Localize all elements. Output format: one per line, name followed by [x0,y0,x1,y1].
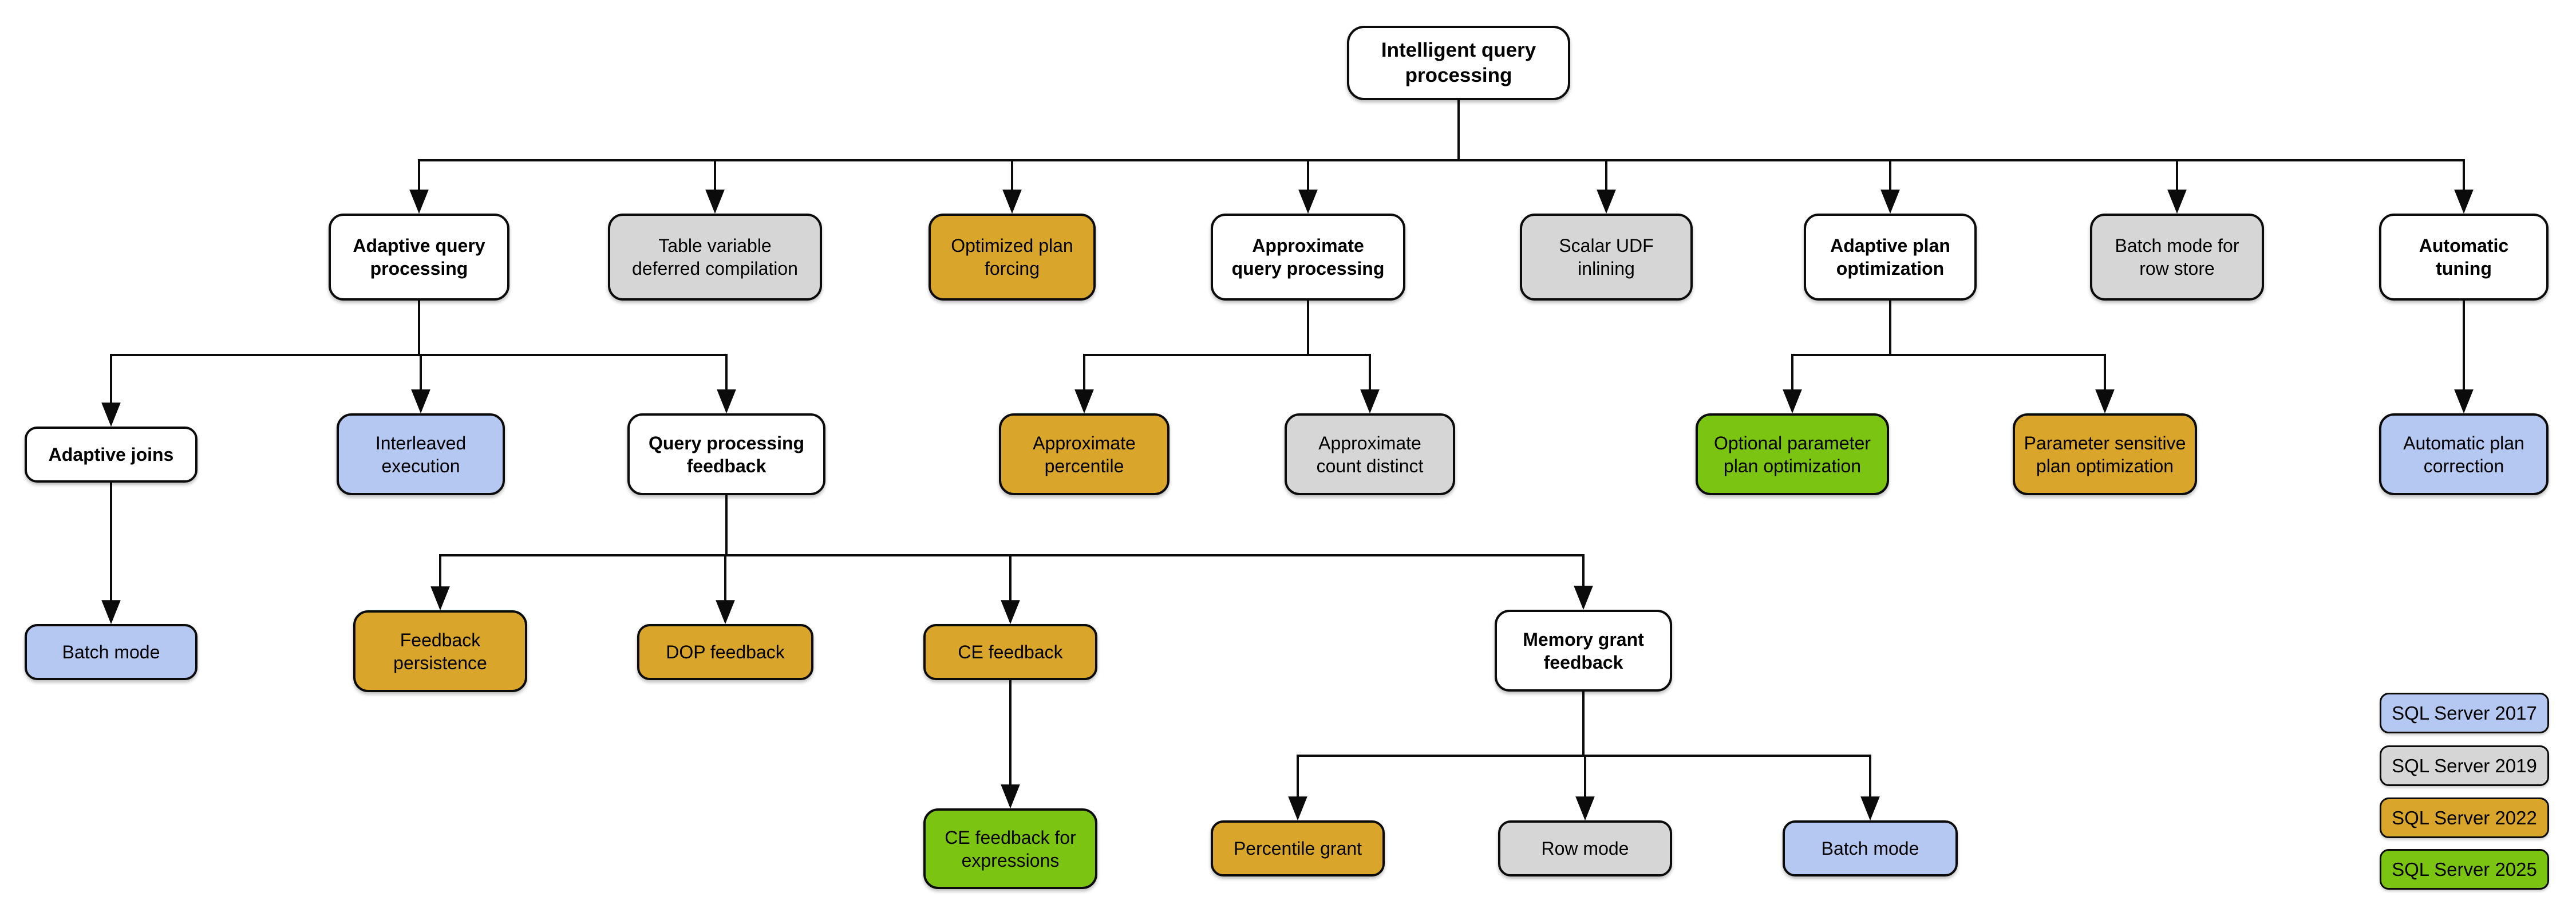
node-row-mode: Row mode [1498,820,1672,876]
legend-sql-server-2019: SQL Server 2019 [2380,745,2549,786]
node-optional-parameter-plan-optimization: Optional parameter plan optimization [1696,413,1889,495]
node-automatic-plan-correction: Automatic plan correction [2379,413,2549,495]
node-query-processing-feedback: Query processing feedback [627,413,825,495]
node-adaptive-plan-optimization: Adaptive plan optimization [1804,214,1977,301]
memory-grant-feedback-fanout [1288,692,1880,821]
node-table-variable-deferred-compilation: Table variable deferred compilation [608,214,822,301]
node-dop-feedback: DOP feedback [637,624,813,680]
node-memory-grant-feedback: Memory grant feedback [1495,610,1672,692]
node-percentile-grant: Percentile grant [1211,820,1385,876]
legend-sql-server-2025: SQL Server 2025 [2380,849,2549,890]
node-feedback-persistence: Feedback persistence [353,610,527,692]
node-batch-mode-under-memory-grant: Batch mode [1783,820,1958,876]
legend-sql-server-2022: SQL Server 2022 [2380,797,2549,838]
node-ce-feedback: CE feedback [923,624,1097,680]
node-approximate-query-processing: Approximate query processing [1211,214,1405,301]
approximate-query-processing-fanout [1074,301,1380,414]
node-interleaved-execution: Interleaved execution [337,413,505,495]
node-intelligent-query-processing: Intelligent query processing [1347,26,1570,100]
root-fanout [409,100,2474,214]
node-approximate-count-distinct: Approximate count distinct [1285,413,1455,495]
node-batch-mode-for-row-store: Batch mode for row store [2090,214,2264,301]
query-processing-feedback-fanout [430,495,1593,625]
node-batch-mode-under-adaptive-joins: Batch mode [25,624,197,680]
node-adaptive-joins: Adaptive joins [25,427,197,483]
adaptive-plan-optimization-fanout [1783,301,2115,414]
node-ce-feedback-for-expressions: CE feedback for expressions [923,808,1097,889]
node-adaptive-query-processing: Adaptive query processing [329,214,509,301]
node-scalar-udf-inlining: Scalar UDF inlining [1520,214,1693,301]
node-approximate-percentile: Approximate percentile [999,413,1170,495]
legend-sql-server-2017: SQL Server 2017 [2380,693,2549,733]
node-optimized-plan-forcing: Optimized plan forcing [929,214,1096,301]
node-parameter-sensitive-plan-optimization: Parameter sensitive plan optimization [2013,413,2197,495]
node-automatic-tuning: Automatic tuning [2379,214,2549,301]
adaptive-query-processing-fanout [101,301,736,427]
